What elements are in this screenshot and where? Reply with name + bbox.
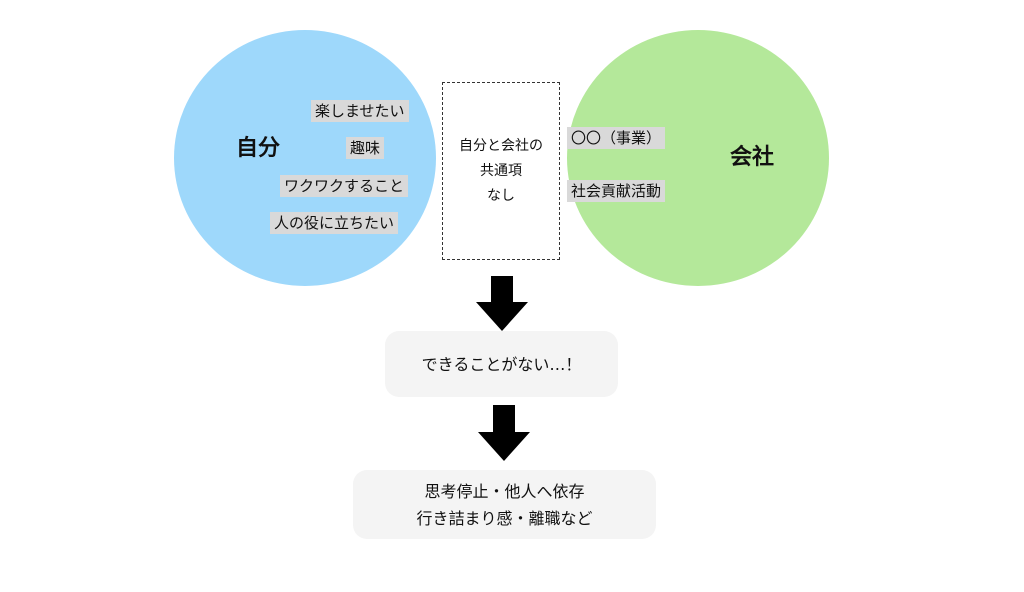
result-box-consequences: 思考停止・他人へ依存 行き詰まり感・離職など bbox=[353, 470, 656, 539]
self-item-excitement: ワクワクすること bbox=[280, 175, 409, 197]
common-line-1: 自分と会社の bbox=[459, 137, 543, 154]
result-1-text: できることがない…！ bbox=[421, 354, 582, 374]
self-item-helpful: 人の役に立ちたい bbox=[270, 212, 399, 234]
down-arrow-icon bbox=[478, 405, 530, 461]
result-2-line-2: 行き詰まり感・離職など bbox=[416, 508, 593, 528]
self-item-hobby: 趣味 bbox=[346, 137, 385, 159]
common-line-2: 共通項 bbox=[480, 162, 522, 179]
self-item-entertain: 楽しませたい bbox=[311, 100, 409, 122]
self-label: 自分 bbox=[236, 136, 281, 161]
company-label: 会社 bbox=[730, 145, 775, 170]
company-item-business: 〇〇（事業） bbox=[567, 127, 666, 149]
self-circle bbox=[174, 30, 436, 286]
common-line-3: なし bbox=[487, 187, 515, 204]
company-circle bbox=[567, 30, 829, 286]
result-2-line-1: 思考停止・他人へ依存 bbox=[424, 481, 585, 501]
down-arrow-icon bbox=[476, 276, 528, 331]
company-item-social-contribution: 社会貢献活動 bbox=[567, 180, 666, 202]
result-box-nothing-to-do: できることがない…！ bbox=[385, 331, 618, 397]
common-ground-box: 自分と会社の 共通項 なし bbox=[442, 82, 560, 260]
